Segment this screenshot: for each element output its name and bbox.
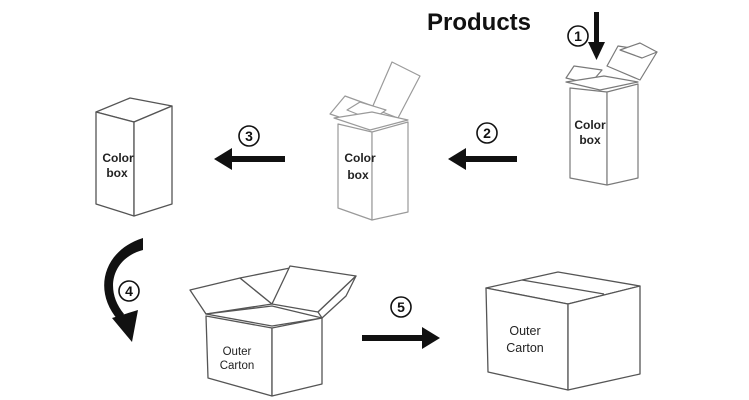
step-2-number: 2 xyxy=(483,125,491,141)
step-2-marker: 2 xyxy=(476,122,498,144)
closed-color-box: Color box xyxy=(95,97,173,217)
open-outer-carton-label-line2: Carton xyxy=(220,360,255,372)
filled-color-box-label-line1: Color xyxy=(344,151,376,165)
open-outer-carton-label-line1: Outer xyxy=(223,346,252,358)
step-1-number: 1 xyxy=(574,28,582,44)
step-5-marker: 5 xyxy=(390,296,412,318)
step-4-marker: 4 xyxy=(118,280,140,302)
step-1-marker: 1 xyxy=(567,25,589,47)
open-outer-carton: Outer Carton xyxy=(189,265,357,397)
products-title: Products xyxy=(427,9,531,36)
step-3-left-arrow xyxy=(214,148,285,170)
step-4-number: 4 xyxy=(125,283,133,299)
step-5-number: 5 xyxy=(397,299,405,315)
filled-color-box: Color box xyxy=(329,61,421,221)
step-1-down-arrow xyxy=(588,12,605,60)
step-5-right-arrow xyxy=(362,327,440,349)
step-2-left-arrow xyxy=(448,148,517,170)
step-3-marker: 3 xyxy=(238,125,260,147)
open-color-box-label-line1: Color xyxy=(574,118,606,132)
closed-color-box-label-line1: Color xyxy=(102,151,134,165)
filled-color-box-label-line2: box xyxy=(347,168,369,182)
open-color-box-label-line2: box xyxy=(579,133,601,147)
step-4-curved-arrow xyxy=(104,238,143,342)
step-3-number: 3 xyxy=(245,128,253,144)
closed-color-box-label-line2: box xyxy=(106,166,128,180)
sealed-outer-carton-label-line1: Outer xyxy=(509,324,540,338)
sealed-outer-carton: Outer Carton xyxy=(485,271,641,391)
sealed-outer-carton-label-line2: Carton xyxy=(506,341,544,355)
open-color-box: Color box xyxy=(565,42,658,186)
